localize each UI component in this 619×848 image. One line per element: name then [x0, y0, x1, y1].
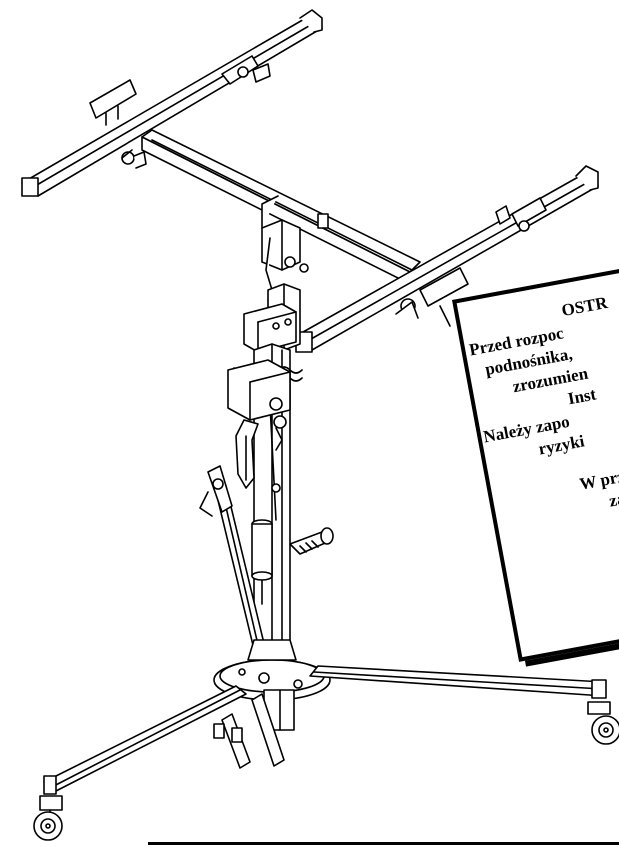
left-base-leg: [33, 685, 247, 841]
right-base-leg: [309, 665, 619, 745]
gas-cylinder: [251, 519, 273, 605]
left-cradle-arm: [21, 9, 323, 197]
bottom-rule: [148, 842, 619, 845]
right-cradle-arm: [295, 165, 599, 353]
warning-line: zad: [607, 487, 619, 511]
rear-base-leg: [213, 693, 285, 769]
winch-box: [227, 359, 291, 493]
front-leg: [199, 465, 269, 667]
cross-beam: [141, 129, 421, 285]
winch-crank: [289, 527, 334, 555]
mast-head: [261, 195, 329, 301]
